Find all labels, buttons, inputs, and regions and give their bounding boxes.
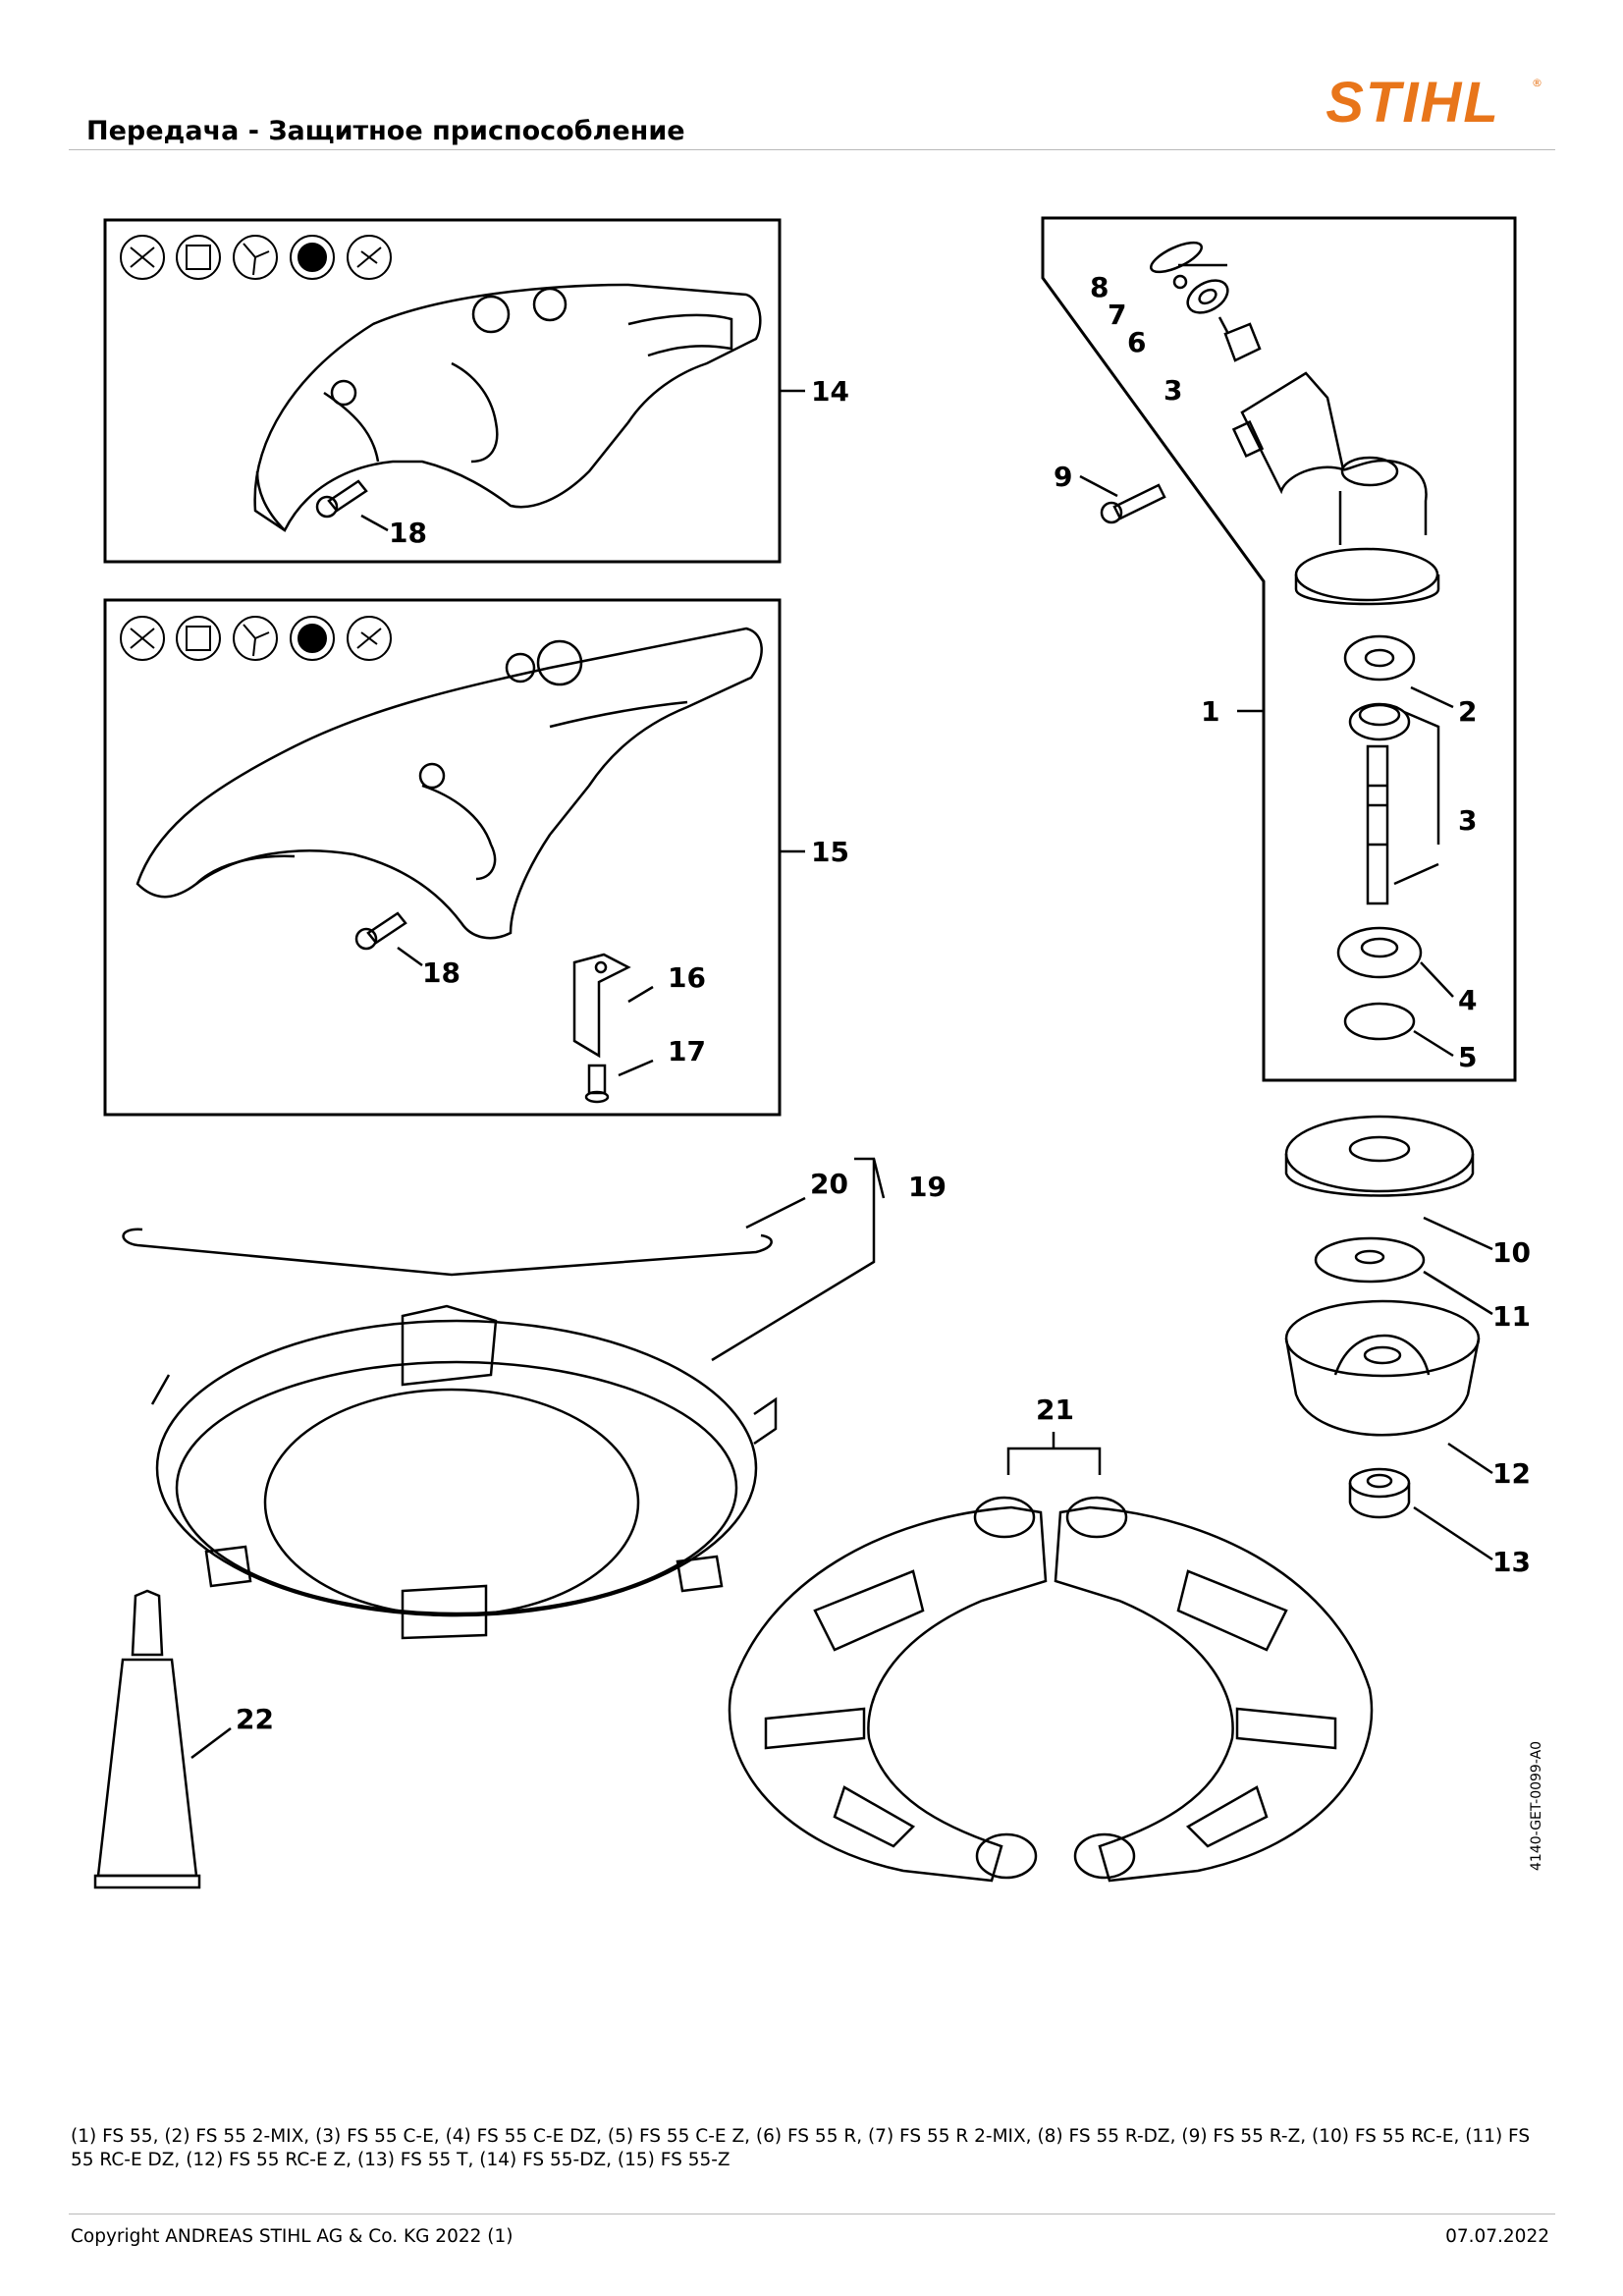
gear-housing-1	[1231, 371, 1440, 606]
callout-2: 2	[1458, 695, 1477, 728]
callout-17: 17	[668, 1035, 706, 1067]
bearing-6	[1186, 279, 1229, 314]
callout-3: 3	[1458, 804, 1477, 837]
callout-22: 22	[236, 1703, 274, 1735]
screw-18-lower	[354, 911, 423, 967]
callout-1: 1	[1201, 695, 1219, 728]
callout-9: 9	[1054, 461, 1072, 493]
thrust-plate-10	[1284, 1115, 1475, 1197]
callout-11: 11	[1492, 1300, 1531, 1333]
callout-21: 21	[1036, 1394, 1074, 1426]
deflector-part-15	[135, 627, 763, 940]
pinion-3-top	[1217, 316, 1262, 362]
model-footnote: (1) FS 55, (2) FS 55 2-MIX, (3) FS 55 C-…	[71, 2126, 1531, 2170]
stihl-logo: STIHL ®	[1281, 67, 1544, 139]
screw-17	[584, 1059, 654, 1104]
print-date: 07.07.2022	[1445, 2226, 1549, 2247]
thrust-washer-11	[1314, 1236, 1426, 1284]
guard-half-21-right	[1054, 1496, 1374, 1883]
callout-12: 12	[1492, 1457, 1531, 1490]
bevel-gear-3	[1348, 702, 1411, 741]
frame-box-1	[1041, 216, 1517, 1082]
callout-4: 4	[1458, 984, 1477, 1016]
tool-icons-row-15	[120, 616, 392, 661]
screw-9	[1100, 483, 1166, 524]
grease-tube-22	[93, 1589, 201, 1889]
callout-13: 13	[1492, 1546, 1531, 1578]
callout-19: 19	[908, 1171, 947, 1203]
page-title: Передача - Защитное приспособление	[86, 116, 685, 146]
skirt-19	[150, 1304, 778, 1640]
callout-14: 14	[811, 375, 849, 408]
frame-box-14	[103, 218, 782, 564]
callout-16: 16	[668, 961, 706, 994]
header-rule	[69, 149, 1555, 150]
callout-8: 8	[1090, 271, 1109, 303]
thrust-plate-12	[1284, 1299, 1481, 1437]
callout-5: 5	[1458, 1041, 1477, 1073]
circlip-8	[1150, 241, 1203, 274]
callout-20: 20	[810, 1168, 848, 1200]
callout-18-lower: 18	[422, 957, 460, 989]
callout-3-top: 3	[1163, 374, 1182, 407]
callout-10: 10	[1492, 1236, 1531, 1269]
callout-18-upper: 18	[389, 517, 427, 549]
wire-20	[122, 1228, 773, 1277]
brand-wordmark: STIHL	[1325, 71, 1500, 135]
deflector-part-14	[253, 283, 762, 532]
circlip-5	[1343, 1002, 1416, 1041]
tool-icons-row-14	[120, 235, 392, 280]
drawing-reference-code: 4140-GET-0099-A0	[1529, 1740, 1544, 1871]
ring-7	[1172, 274, 1188, 290]
guard-half-21-left	[728, 1496, 1048, 1883]
nut-13	[1348, 1467, 1411, 1519]
svg-text:®: ®	[1532, 77, 1542, 89]
spindle-3	[1366, 744, 1389, 905]
frame-box-15	[103, 598, 782, 1117]
callout-15: 15	[811, 836, 849, 868]
copyright-text: Copyright ANDREAS STIHL AG & Co. KG 2022…	[71, 2226, 514, 2247]
callout-6: 6	[1127, 326, 1146, 358]
bearing-4	[1336, 926, 1423, 979]
bracket-16	[572, 953, 654, 1059]
bearing-2	[1343, 634, 1416, 682]
screw-18-upper	[315, 479, 389, 532]
callout-7: 7	[1108, 299, 1126, 331]
